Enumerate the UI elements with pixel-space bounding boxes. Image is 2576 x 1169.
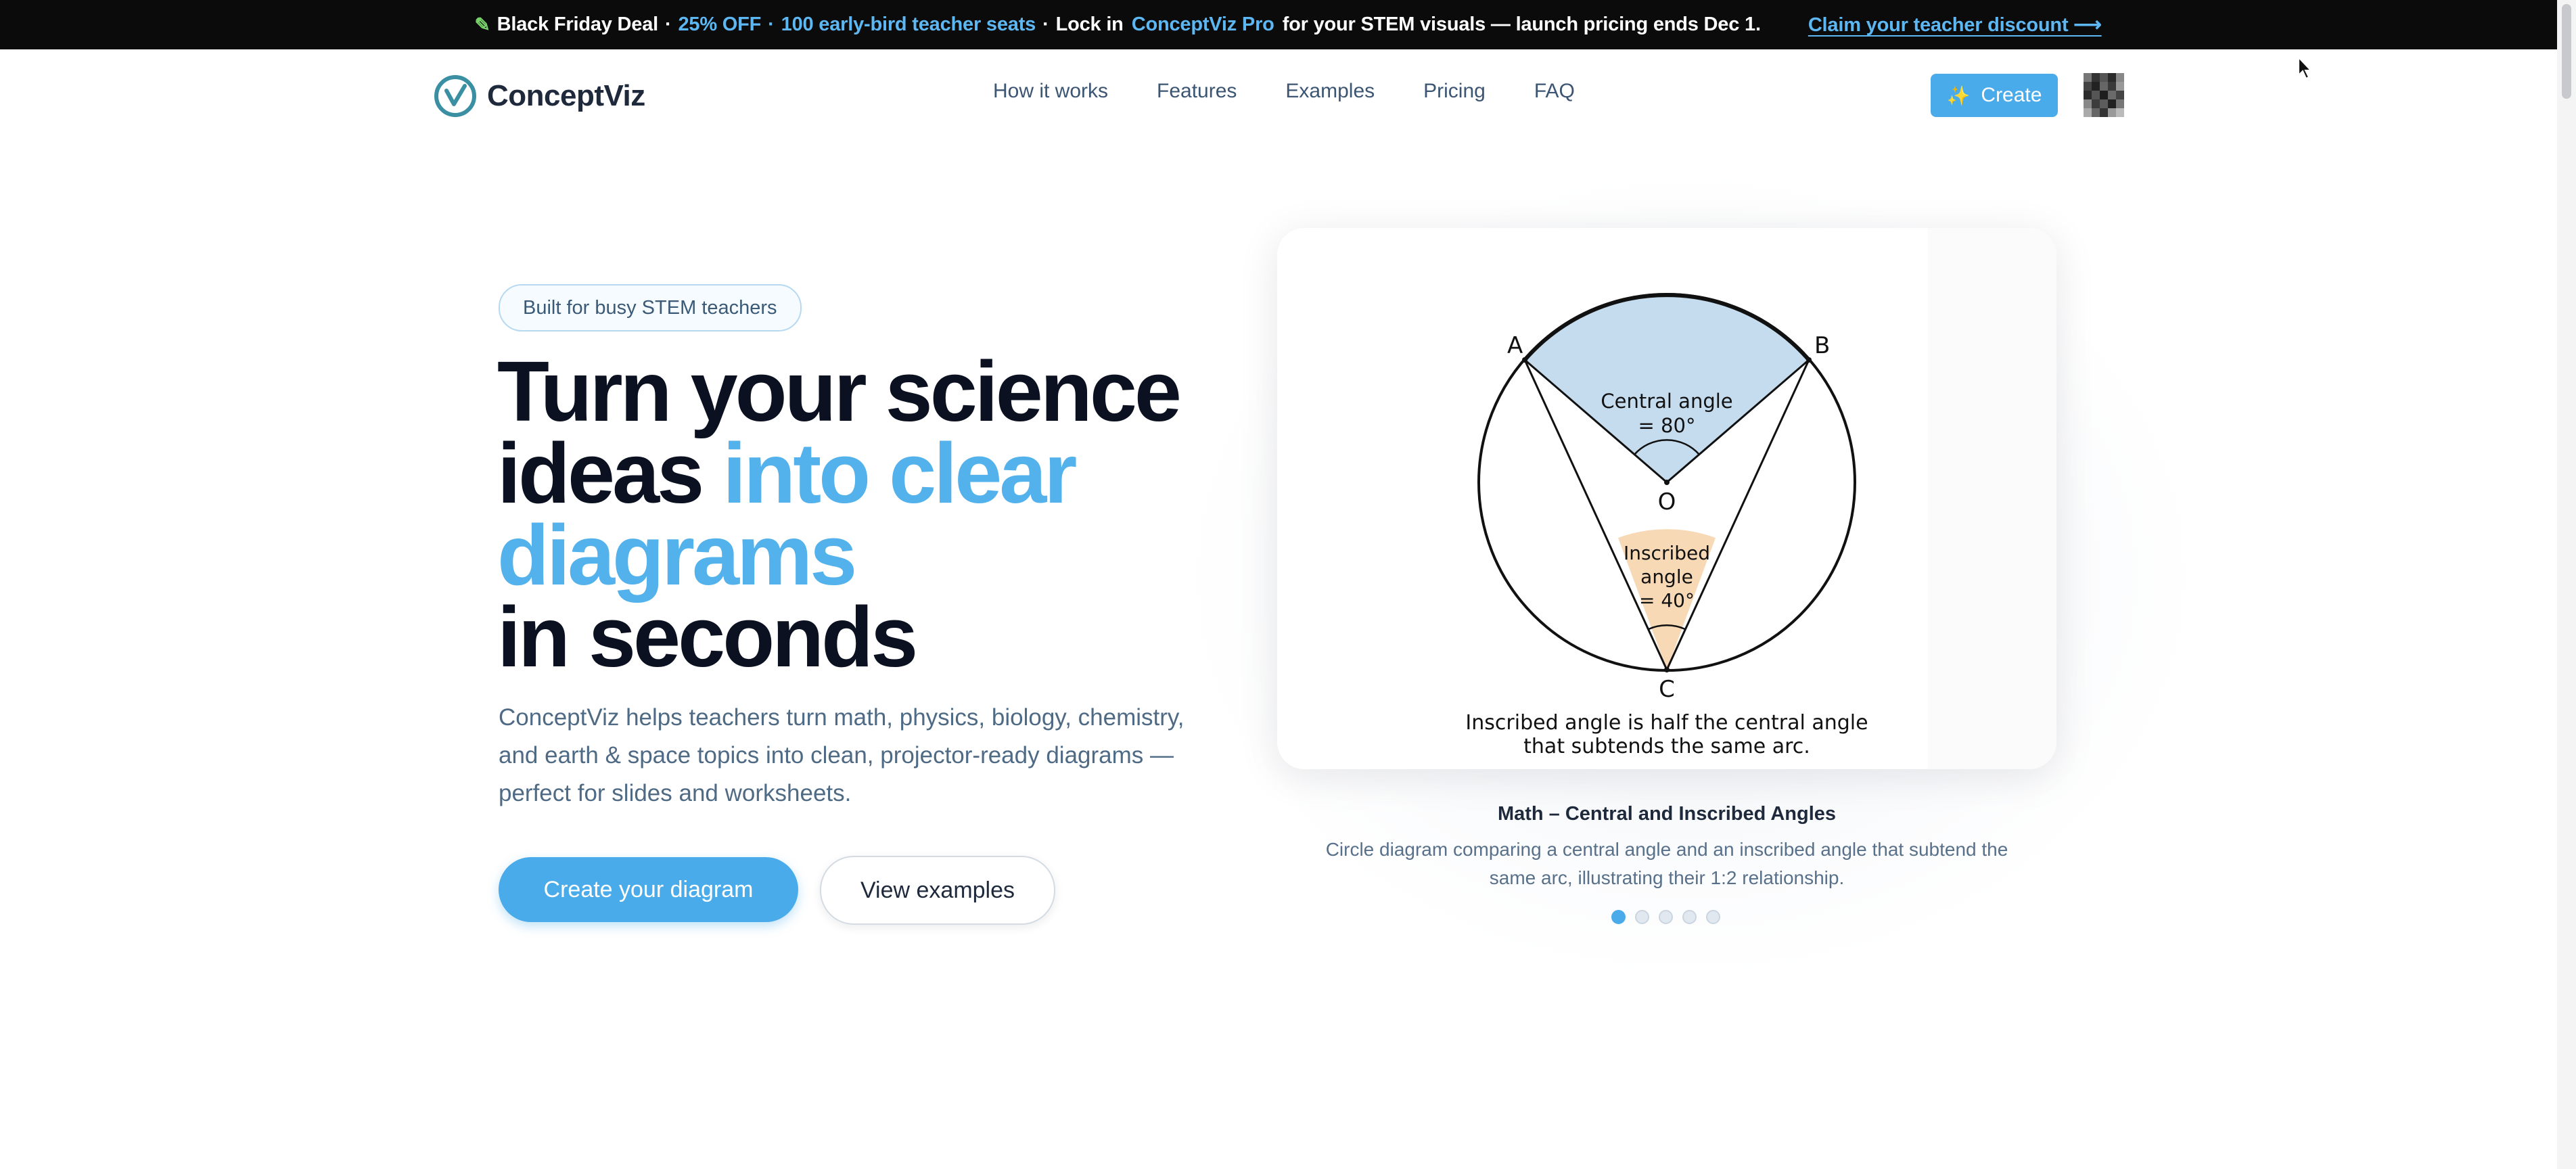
promo-deal-label: Black Friday Deal: [497, 14, 659, 35]
promo-product: ConceptViz Pro: [1131, 14, 1274, 35]
create-diagram-button[interactable]: Create your diagram: [499, 857, 798, 922]
promo-discount: 25% OFF: [678, 14, 762, 35]
logo[interactable]: ConceptViz: [433, 72, 645, 120]
promo-lock-in: Lock in: [1055, 14, 1124, 35]
point-c-label: C: [1659, 676, 1675, 703]
showcase-title: Math – Central and Inscribed Angles: [1497, 803, 1837, 825]
view-examples-button[interactable]: View examples: [820, 856, 1055, 925]
nav-pricing[interactable]: Pricing: [1423, 80, 1486, 102]
mouse-cursor-icon: [2298, 56, 2312, 80]
inscribed-angle-label-1: Inscribed: [1624, 542, 1710, 564]
central-angle-sector: [1525, 295, 1809, 482]
carousel-dots: [1611, 910, 1720, 924]
audience-badge: Built for busy STEM teachers: [499, 284, 802, 331]
carousel-dot-5[interactable]: [1706, 910, 1720, 924]
create-button-label: Create: [1981, 84, 2042, 106]
carousel-dot-3[interactable]: [1659, 910, 1673, 924]
diagram-caption-1: Inscribed angle is half the central angl…: [1465, 711, 1868, 735]
diagram-card[interactable]: A B O C Central angle = 80° Inscribed an…: [1277, 228, 2056, 769]
hero-headline: Turn your science ideas into clear diagr…: [497, 344, 1182, 685]
nav-faq[interactable]: FAQ: [1534, 80, 1575, 102]
hero-subtitle: ConceptViz helps teachers turn math, phy…: [499, 704, 1184, 806]
inscribed-angle-label-2: angle: [1640, 566, 1693, 588]
scrollbar-thumb[interactable]: [2562, 4, 2571, 99]
carousel-dot-4[interactable]: [1682, 910, 1697, 924]
main-nav: How it works Features Examples Pricing F…: [993, 80, 1624, 103]
logo-icon: [434, 75, 476, 117]
carousel-dot-2[interactable]: [1635, 910, 1649, 924]
create-button[interactable]: ✨ Create: [1931, 74, 2058, 117]
point-o-label: O: [1658, 488, 1676, 515]
point-b-label: B: [1814, 332, 1830, 359]
promo-tail: for your STEM visuals — launch pricing e…: [1282, 14, 1761, 35]
point-a-label: A: [1507, 332, 1523, 359]
sparkle-icon: ✨: [1946, 85, 1971, 106]
central-angle-label: Central angle: [1601, 390, 1732, 413]
nav-how-it-works[interactable]: How it works: [993, 80, 1109, 102]
diagram-caption-2: that subtends the same arc.: [1523, 735, 1810, 758]
inscribed-angle-value: = 40°: [1639, 589, 1695, 612]
scrollbar[interactable]: [2557, 0, 2576, 1169]
logo-text: ConceptViz: [487, 79, 645, 112]
carousel-dot-1[interactable]: [1611, 910, 1626, 924]
claim-discount-link[interactable]: Claim your teacher discount ⟶: [1808, 14, 2102, 36]
showcase-description: Circle diagram comparing a central angle…: [1325, 839, 2008, 888]
promo-banner: ✎ Black Friday Deal · 25% OFF · 100 earl…: [0, 0, 2576, 49]
promo-seats: 100 early-bird teacher seats: [781, 14, 1036, 35]
inscribed-angle-wedge: [1618, 529, 1716, 670]
pencil-icon: ✎: [474, 14, 490, 35]
circle-angle-diagram: A B O C Central angle = 80° Inscribed an…: [1465, 293, 1868, 758]
nav-features[interactable]: Features: [1157, 80, 1237, 102]
central-angle-value: = 80°: [1638, 414, 1696, 437]
nav-examples[interactable]: Examples: [1285, 80, 1375, 102]
avatar[interactable]: [2084, 73, 2124, 118]
